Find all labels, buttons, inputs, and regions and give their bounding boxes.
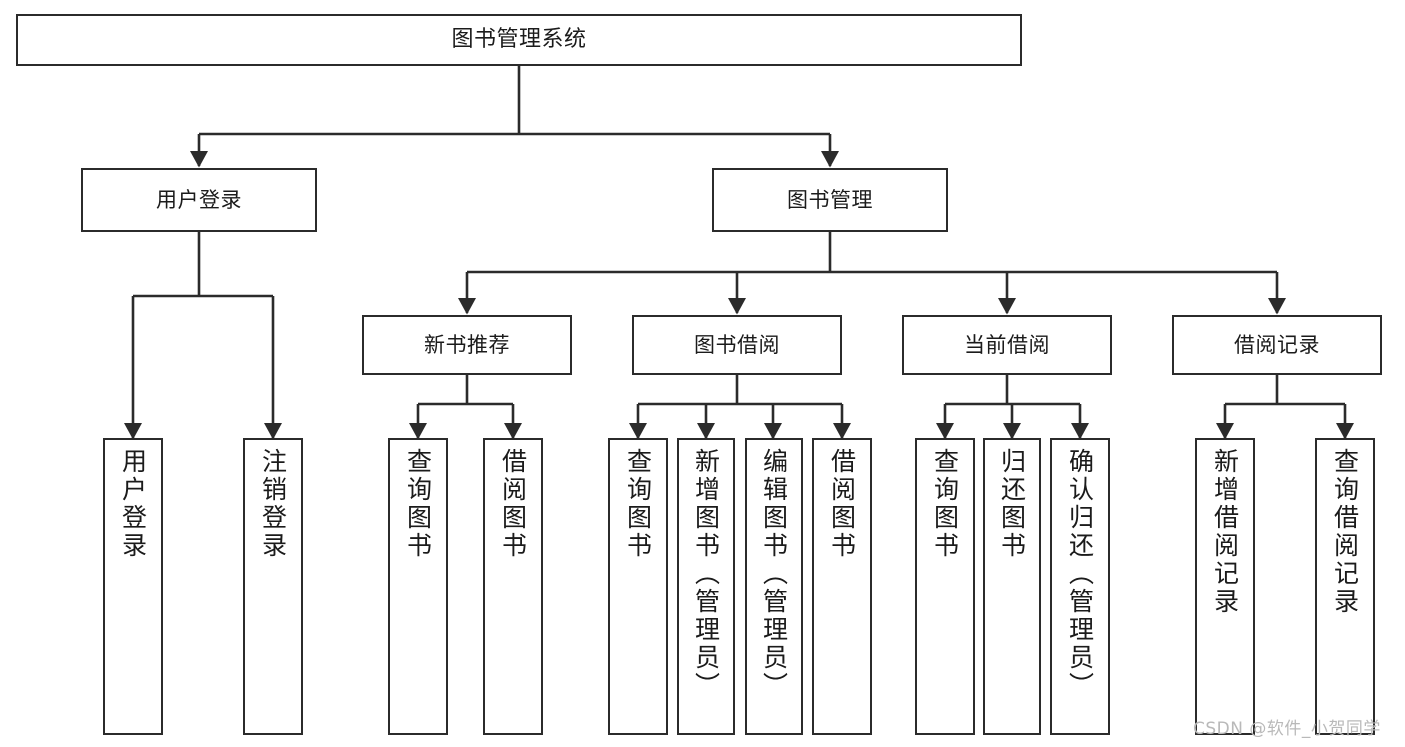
- node-label: 用户登录: [118, 448, 148, 560]
- leaf-user-login[interactable]: 用户登录: [103, 438, 163, 735]
- leaf-edit-book-admin[interactable]: 编辑图书（管理员）: [745, 438, 803, 735]
- node-label: 注销登录: [258, 448, 288, 560]
- node-label: 图书管理: [787, 187, 873, 212]
- node-label: 新增图书（管理员）: [691, 448, 721, 700]
- leaf-borrow-book-bb[interactable]: 借阅图书: [812, 438, 872, 735]
- node-label: 借阅记录: [1234, 332, 1320, 357]
- node-new-book-recommend[interactable]: 新书推荐: [362, 315, 572, 375]
- leaf-add-borrow-record[interactable]: 新增借阅记录: [1195, 438, 1255, 735]
- node-label: 新书推荐: [424, 332, 510, 357]
- node-root-system[interactable]: 图书管理系统: [16, 14, 1022, 66]
- leaf-return-book[interactable]: 归还图书: [983, 438, 1041, 735]
- csdn-watermark: CSDN @软件_小贺同学: [1193, 719, 1381, 739]
- leaf-add-book-admin[interactable]: 新增图书（管理员）: [677, 438, 735, 735]
- leaf-query-book-nbr[interactable]: 查询图书: [388, 438, 448, 735]
- node-book-borrow[interactable]: 图书借阅: [632, 315, 842, 375]
- leaf-query-book-cb[interactable]: 查询图书: [915, 438, 975, 735]
- leaf-borrow-book-nbr[interactable]: 借阅图书: [483, 438, 543, 735]
- node-book-management[interactable]: 图书管理: [712, 168, 948, 232]
- node-label: 归还图书: [997, 448, 1027, 560]
- node-label: 借阅图书: [498, 448, 528, 560]
- node-label: 图书管理系统: [451, 27, 587, 53]
- node-label: 确认归还（管理员）: [1065, 448, 1095, 700]
- node-label: 借阅图书: [827, 448, 857, 560]
- node-label: 当前借阅: [964, 332, 1050, 357]
- leaf-confirm-return-admin[interactable]: 确认归还（管理员）: [1050, 438, 1110, 735]
- node-borrow-record[interactable]: 借阅记录: [1172, 315, 1382, 375]
- node-label: 用户登录: [156, 187, 242, 212]
- leaf-query-borrow-record[interactable]: 查询借阅记录: [1315, 438, 1375, 735]
- node-label: 查询图书: [623, 448, 653, 560]
- node-label: 图书借阅: [694, 332, 780, 357]
- node-current-borrow[interactable]: 当前借阅: [902, 315, 1112, 375]
- node-label: 新增借阅记录: [1210, 448, 1240, 616]
- node-label: 查询借阅记录: [1330, 448, 1360, 616]
- node-user-login[interactable]: 用户登录: [81, 168, 317, 232]
- node-label: 编辑图书（管理员）: [759, 448, 789, 700]
- node-label: 查询图书: [930, 448, 960, 560]
- leaf-logout[interactable]: 注销登录: [243, 438, 303, 735]
- node-label: 查询图书: [403, 448, 433, 560]
- leaf-query-book-bb[interactable]: 查询图书: [608, 438, 668, 735]
